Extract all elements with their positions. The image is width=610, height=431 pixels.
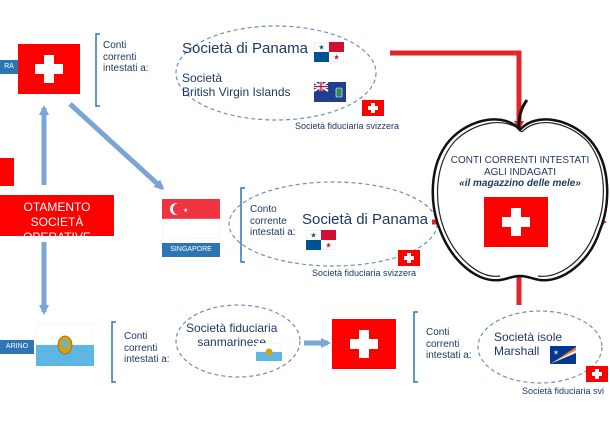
country-tag-sanmarino: ARINO — [0, 340, 34, 354]
apple-title: CONTI CORRENTI INTESTATI AGLI INDAGATI «… — [450, 155, 590, 189]
singapore-flag-icon: ★ — [162, 199, 220, 239]
sanmarino-flag-icon — [36, 324, 94, 366]
red-box-edge — [0, 158, 14, 186]
swiss-flag-small-singapore-icon — [398, 250, 420, 266]
panama-flag-icon: ★ ★ — [314, 42, 344, 62]
ellipse-top — [175, 25, 377, 121]
svg-text:★: ★ — [333, 54, 339, 62]
conti-label-top: Conti correnti intestati a: — [103, 40, 149, 74]
apple-icon — [431, 99, 609, 282]
country-tag-singapore: SINGAPORE — [162, 243, 220, 257]
sanmarinese-label: Società fiduciaria sanmarinese — [186, 321, 278, 349]
operative-box: OTAMENTO SOCIETÀ OPERATIVE — [0, 195, 114, 244]
bracket-singapore — [240, 187, 245, 263]
bracket-sanmarino — [111, 321, 116, 383]
sanmarino-flag-small-icon — [256, 343, 282, 361]
panama-label-top: Società di Panama — [182, 40, 308, 57]
fiduciaria-label-bottom: Società fiduciaria svi — [522, 386, 605, 396]
country-tag-top: RA — [0, 60, 18, 74]
bracket-marshall — [413, 311, 418, 383]
swiss-flag-bottom-icon — [332, 319, 396, 369]
svg-text:★: ★ — [318, 44, 324, 52]
swiss-flag-icon — [18, 44, 80, 94]
conti-label-sanmarino: Conti correnti intestati a: — [124, 331, 170, 365]
arrow-top-to-apple — [390, 50, 524, 131]
fiduciaria-label-singapore: Società fiduciaria svizzera — [312, 268, 417, 278]
panama-flag-singapore-icon: ★ ★ — [306, 230, 336, 250]
marshall-label: Società isole Marshall — [494, 330, 563, 358]
bvi-flag-icon — [314, 82, 346, 102]
svg-text:★: ★ — [325, 242, 331, 250]
swiss-flag-small-bottom-icon — [586, 366, 608, 382]
fiduciaria-label-top: Società fiduciaria svizzera — [295, 121, 400, 131]
svg-text:✶: ✶ — [553, 349, 559, 357]
ellipse-marshall — [477, 310, 603, 384]
swiss-flag-apple-icon — [484, 197, 548, 247]
svg-text:★: ★ — [183, 207, 188, 214]
conti-label-marshall: Conti correnti intestati a: — [426, 327, 472, 361]
bracket-top — [95, 33, 100, 107]
marshall-flag-icon: ✶ — [550, 346, 576, 364]
panama-label-singapore: Società di Panama — [302, 211, 428, 228]
bvi-label: Società British Virgin Islands — [182, 71, 291, 99]
ellipse-sanmarinese — [175, 304, 301, 378]
arrow-swiss-to-singapore — [68, 102, 165, 191]
svg-text:★: ★ — [310, 232, 316, 240]
conto-label-singapore: Conto corrente intestati a: — [250, 204, 296, 238]
swiss-flag-small-top-icon — [362, 100, 384, 116]
